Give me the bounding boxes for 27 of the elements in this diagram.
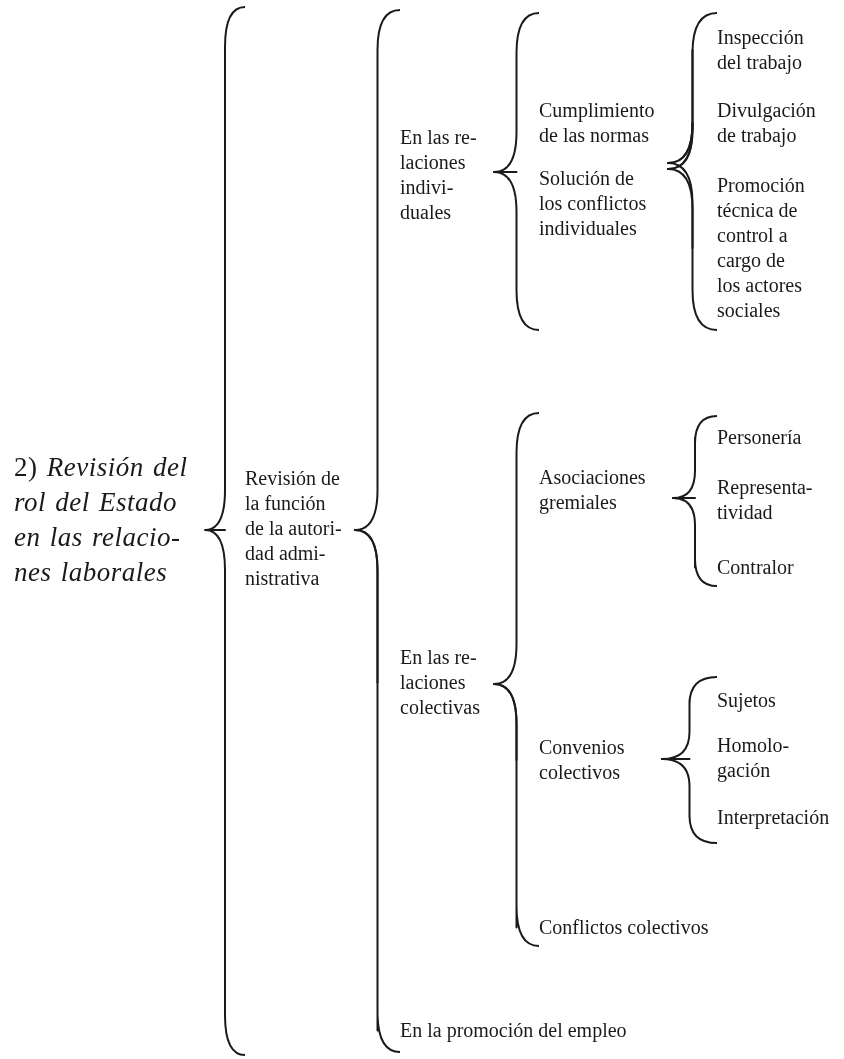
- branch-label: Contralor: [695, 555, 832, 580]
- curly-brace: [661, 758, 718, 844]
- branch-label: Cumplimiento de las normas: [516, 98, 668, 166]
- branch-label: Interpretación: [689, 805, 842, 830]
- branch-label: En la promoción del empleo: [377, 1018, 660, 1043]
- branch-label: Promoción técnica de control a cargo de los actores sociales: [692, 173, 809, 323]
- branch-label: En las re- laciones indivi- duales: [377, 125, 494, 225]
- branch-label: Asociaciones gremiales: [516, 465, 673, 515]
- curly-brace: [672, 497, 718, 587]
- branch-label: Convenios colectivos: [516, 735, 662, 785]
- branch-label: Divulgación de trabajo: [692, 98, 827, 148]
- curly-brace: [493, 683, 540, 947]
- branch-label: Solución de los conflictos individuales: [516, 166, 668, 241]
- curly-brace: [204, 6, 246, 1056]
- curly-brace: [493, 171, 540, 331]
- branch-label: Sujetos: [689, 688, 842, 713]
- branch-label: Personería: [695, 425, 832, 450]
- curly-brace: [667, 168, 694, 249]
- curly-brace: [354, 529, 401, 1053]
- curly-brace: [667, 162, 718, 331]
- branch-label: Conflictos colectivos: [516, 915, 749, 940]
- branch-label: 2) Revisión del rol del Estado en las relacio- nes laborales: [14, 450, 205, 590]
- branch-label: Homolo- gación: [689, 733, 842, 783]
- branch-label: En las re- laciones colectivas: [377, 645, 494, 720]
- branch-label: Revisión de la función de la autori- dad admi- nistrativa: [225, 466, 355, 591]
- branch-label: Representa- tividad: [695, 475, 832, 525]
- branch-label: Inspección del trabajo: [692, 25, 827, 75]
